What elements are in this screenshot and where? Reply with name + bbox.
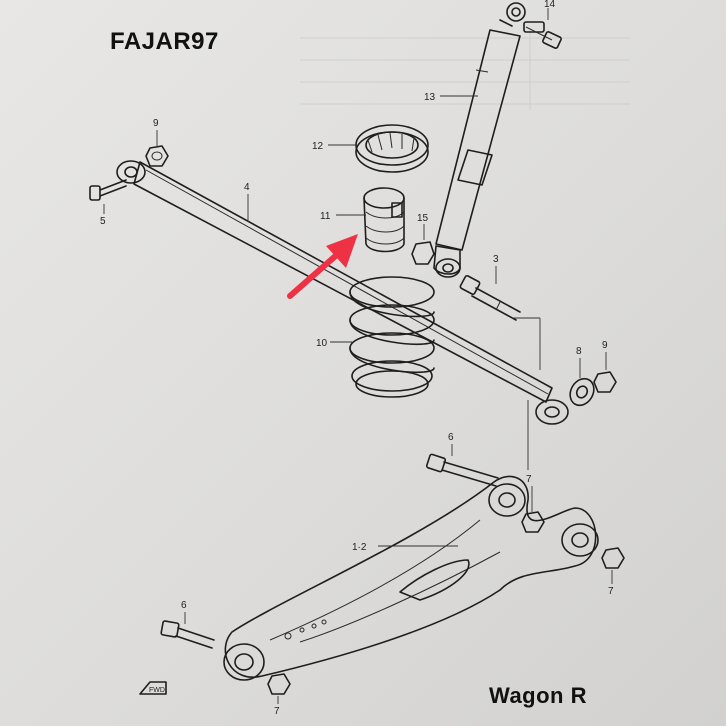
bump-stopper-11 [363, 187, 405, 253]
front-marker-text: FWD [149, 687, 165, 694]
leader-lines [103, 8, 613, 704]
shock-absorber-13 [433, 2, 526, 278]
callout-10: 10 [316, 338, 328, 349]
callout-6-lower: 6 [181, 600, 187, 611]
front-direction-marker: FWD [139, 681, 167, 695]
nut-7-center [521, 511, 545, 533]
callout-8: 8 [576, 346, 582, 357]
callout-14: 14 [544, 0, 556, 10]
washer-8 [569, 377, 595, 407]
coil-spring-10 [349, 276, 435, 398]
callout-11: 11 [320, 211, 331, 222]
lower-control-arm-1-2 [223, 475, 599, 681]
bolt-5 [89, 179, 127, 201]
callout-5: 5 [100, 216, 106, 227]
highlight-arrow [287, 234, 358, 299]
callout-7-center: 7 [526, 474, 532, 485]
callout-9-lower: 9 [602, 340, 608, 351]
callout-13: 13 [424, 92, 436, 103]
bolt-6-lower [160, 620, 215, 649]
nut-7-right [601, 547, 625, 569]
bolt-14 [523, 21, 562, 49]
nut-9-upper [145, 145, 169, 167]
callout-7-bottom: 7 [274, 706, 280, 717]
watermark-label: FAJAR97 [110, 28, 219, 55]
callout-3: 3 [493, 254, 499, 265]
callout-6-upper: 6 [448, 432, 454, 443]
callout-9-upper: 9 [153, 118, 159, 129]
bolt-3 [459, 274, 521, 321]
bleed-through-lines [300, 30, 630, 110]
callout-numbers: 14 13 12 9 4 5 11 15 3 10 8 9 6 7 1·2 6 … [100, 0, 614, 717]
nut-15 [411, 241, 435, 265]
model-label: Wagon R [489, 683, 587, 708]
lateral-rod-4 [116, 160, 569, 425]
bolt-6-upper [425, 453, 499, 487]
callout-12: 12 [312, 141, 324, 152]
spring-seat-12 [355, 124, 429, 173]
nut-7-bottom [267, 673, 291, 695]
nut-9-lower [593, 371, 617, 393]
callout-4: 4 [244, 182, 250, 193]
callout-1-2: 1·2 [352, 542, 367, 553]
callout-7-right: 7 [608, 586, 614, 597]
callout-15: 15 [417, 213, 429, 224]
